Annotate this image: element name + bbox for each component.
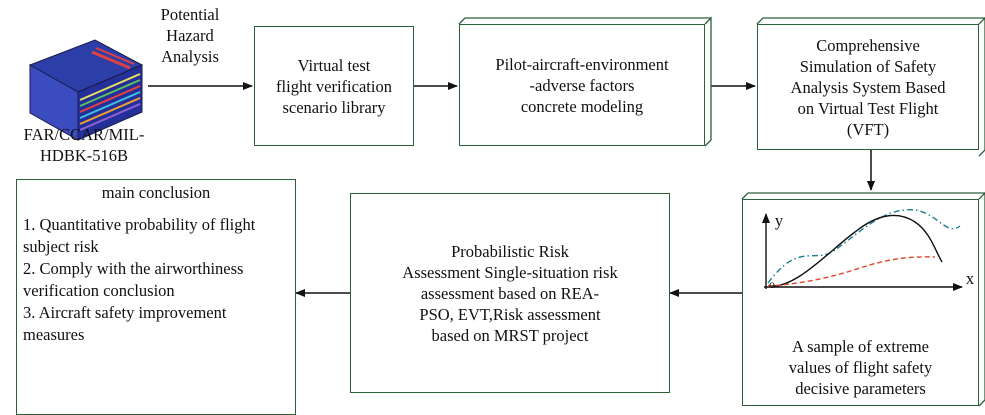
conclusion-title: main conclusion xyxy=(101,183,211,202)
origin-label: o xyxy=(769,277,775,291)
lower-bound-curve xyxy=(767,256,936,287)
regulation-book-icon xyxy=(28,39,144,141)
conclusion-item-1: 1. Quantitative probability of flight su… xyxy=(23,215,256,256)
vft-system-box: Comprehensive Simulation of Safety Analy… xyxy=(757,24,979,150)
sample-curve xyxy=(767,214,943,287)
upper-bound-curve xyxy=(767,209,961,284)
extreme-value-sample-box: A sample of extreme values of flight saf… xyxy=(742,199,979,406)
arrow-label-hazard-analysis: Potential Hazard Analysis xyxy=(160,5,220,66)
x-axis-label: x xyxy=(965,269,975,288)
concrete-modeling-box: Pilot-aircraft-environment -adverse fact… xyxy=(459,24,705,146)
regulation-caption: FAR/CCAR/MIL- HDBK-516B xyxy=(23,125,145,165)
risk-assessment-box: Probabilistic Risk Assessment Single-sit… xyxy=(350,193,670,393)
y-axis-label: y xyxy=(774,211,784,230)
extreme-value-plot xyxy=(762,209,963,291)
scenario-library-box: Virtual test flight verification scenari… xyxy=(254,26,414,146)
main-conclusion-box: main conclusion 1. Quantitative probabil… xyxy=(16,179,296,415)
conclusion-item-3: 3. Aircraft safety improvement measures xyxy=(23,303,227,344)
conclusion-item-2: 2. Comply with the airworthiness verific… xyxy=(23,259,244,300)
